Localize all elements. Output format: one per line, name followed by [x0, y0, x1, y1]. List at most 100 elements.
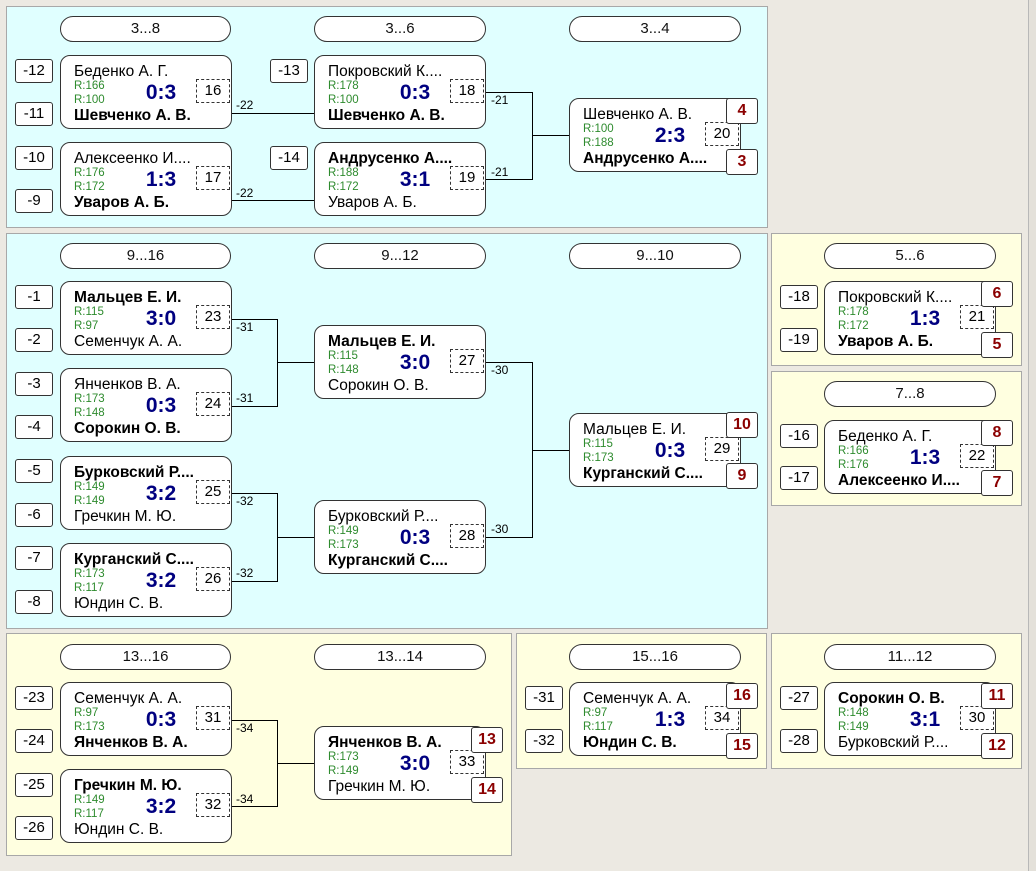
player-2: Сорокин О. В. [328, 377, 429, 394]
bracket-line [231, 581, 277, 582]
round-header: 11...12 [824, 644, 996, 670]
bracket-line [277, 763, 314, 764]
match-card[interactable]: Сорокин О. В. R:148 R:149 3:1 30 Бурковс… [824, 682, 996, 756]
player-2: Янченков В. А. [74, 734, 188, 751]
match-card[interactable]: Гречкин М. Ю. R:149 R:117 3:2 32 Юндин С… [60, 769, 232, 843]
seed-box: -27 [780, 686, 818, 710]
match-card[interactable]: Мальцев Е. И. R:115 R:97 3:0 23 Семенчук… [60, 281, 232, 355]
match-card[interactable]: Беденко А. Г. R:166 R:176 1:3 22 Алексее… [824, 420, 996, 494]
rating-1: R:115 [583, 438, 613, 450]
loser-label: -21 [491, 93, 509, 107]
bracket-line [532, 92, 533, 180]
match-card[interactable]: Янченков В. А. R:173 R:149 3:0 33 Гречки… [314, 726, 486, 800]
round-header: 13...16 [60, 644, 231, 670]
match-score: 3:2 [145, 482, 177, 505]
rating-1: R:115 [328, 350, 358, 362]
match-card[interactable]: Семенчук А. А. R:97 R:173 0:3 31 Янченко… [60, 682, 232, 756]
match-score: 3:0 [399, 351, 431, 374]
bracket-line [231, 720, 277, 721]
bracket-line [231, 493, 277, 494]
rating-1: R:188 [328, 167, 359, 179]
seed-box: -10 [15, 146, 53, 170]
loser-label: -34 [236, 721, 254, 735]
seed-box: -5 [15, 459, 53, 483]
seed-box: -12 [15, 59, 53, 83]
seed-box: -16 [780, 424, 818, 448]
match-card[interactable]: Бурковский Р.... R:149 R:173 0:3 28 Кург… [314, 500, 486, 574]
match-card[interactable]: Бурковский Р.... R:149 R:149 3:2 25 Греч… [60, 456, 232, 530]
player-1: Покровский К.... [328, 63, 443, 80]
seed-box: -8 [15, 590, 53, 614]
seed-box: -1 [15, 285, 53, 309]
match-score: 3:2 [145, 569, 177, 592]
match-number: 28 [450, 524, 484, 548]
match-card[interactable]: Янченков В. А. R:173 R:148 0:3 24 Сороки… [60, 368, 232, 442]
match-number: 25 [196, 480, 230, 504]
seed-box: -18 [780, 285, 818, 309]
seed-box: -32 [525, 729, 563, 753]
round-header: 3...4 [569, 16, 741, 42]
place-badge: 10 [726, 412, 758, 438]
rating-2: R:188 [583, 137, 614, 149]
rating-2: R:97 [74, 320, 99, 332]
match-number: 23 [196, 305, 230, 329]
place-badge: 15 [726, 733, 758, 759]
seed-box: -28 [780, 729, 818, 753]
rating-1: R:115 [74, 306, 104, 318]
match-card[interactable]: Мальцев Е. И. R:115 R:148 3:0 27 Сорокин… [314, 325, 486, 399]
player-1: Мальцев Е. И. [328, 333, 436, 350]
round-header: 15...16 [569, 644, 741, 670]
match-score: 1:3 [145, 168, 177, 191]
player-2: Семенчук А. А. [74, 333, 183, 350]
vertical-scrollbar[interactable] [1028, 0, 1036, 871]
match-card[interactable]: Андрусенко А.... R:188 R:172 3:1 19 Увар… [314, 142, 486, 216]
match-card[interactable]: Покровский К.... R:178 R:172 1:3 21 Увар… [824, 281, 996, 355]
player-2: Бурковский Р.... [838, 734, 949, 751]
player-2: Курганский С.... [328, 552, 448, 569]
loser-label: -22 [236, 98, 254, 112]
player-2: Уваров А. Б. [328, 194, 417, 211]
round-header: 9...16 [60, 243, 231, 269]
match-card[interactable]: Шевченко А. В. R:100 R:188 2:3 20 Андрус… [569, 98, 741, 172]
bracket-line [277, 537, 314, 538]
match-card[interactable]: Мальцев Е. И. R:115 R:173 0:3 29 Курганс… [569, 413, 741, 487]
match-score: 1:3 [909, 307, 941, 330]
player-1: Бурковский Р.... [328, 508, 439, 525]
player-2: Алексеенко И.... [838, 472, 960, 489]
place-badge: 13 [471, 727, 503, 753]
bracket-line [486, 537, 532, 538]
seed-box: -2 [15, 328, 53, 352]
rating-1: R:100 [583, 123, 614, 135]
match-card[interactable]: Беденко А. Г. R:166 R:100 0:3 16 Шевченк… [60, 55, 232, 129]
rating-1: R:166 [74, 80, 105, 92]
place-badge: 6 [981, 281, 1013, 307]
match-number: 22 [960, 444, 994, 468]
bracket-line [532, 450, 569, 451]
rating-2: R:172 [838, 320, 869, 332]
match-number: 21 [960, 305, 994, 329]
match-score: 0:3 [399, 526, 431, 549]
bracket-line [486, 92, 532, 93]
match-card[interactable]: Покровский К.... R:178 R:100 0:3 18 Шевч… [314, 55, 486, 129]
match-card[interactable]: Семенчук А. А. R:97 R:117 1:3 34 Юндин С… [569, 682, 741, 756]
round-header: 7...8 [824, 381, 996, 407]
match-score: 3:2 [145, 795, 177, 818]
rating-1: R:149 [328, 525, 359, 537]
rating-1: R:149 [74, 481, 105, 493]
player-1: Гречкин М. Ю. [74, 777, 182, 794]
player-1: Мальцев Е. И. [74, 289, 182, 306]
match-number: 30 [960, 706, 994, 730]
loser-label: -34 [236, 792, 254, 806]
match-number: 17 [196, 166, 230, 190]
player-2: Сорокин О. В. [74, 420, 181, 437]
rating-1: R:173 [74, 393, 105, 405]
match-number: 16 [196, 79, 230, 103]
loser-label: -31 [236, 320, 254, 334]
match-number: 31 [196, 706, 230, 730]
player-2: Юндин С. В. [74, 595, 164, 612]
match-card[interactable]: Алексеенко И.... R:176 R:172 1:3 17 Увар… [60, 142, 232, 216]
match-card[interactable]: Курганский С.... R:173 R:117 3:2 26 Юнди… [60, 543, 232, 617]
bracket-line [486, 179, 532, 180]
rating-2: R:148 [328, 364, 359, 376]
seed-box: -6 [15, 503, 53, 527]
